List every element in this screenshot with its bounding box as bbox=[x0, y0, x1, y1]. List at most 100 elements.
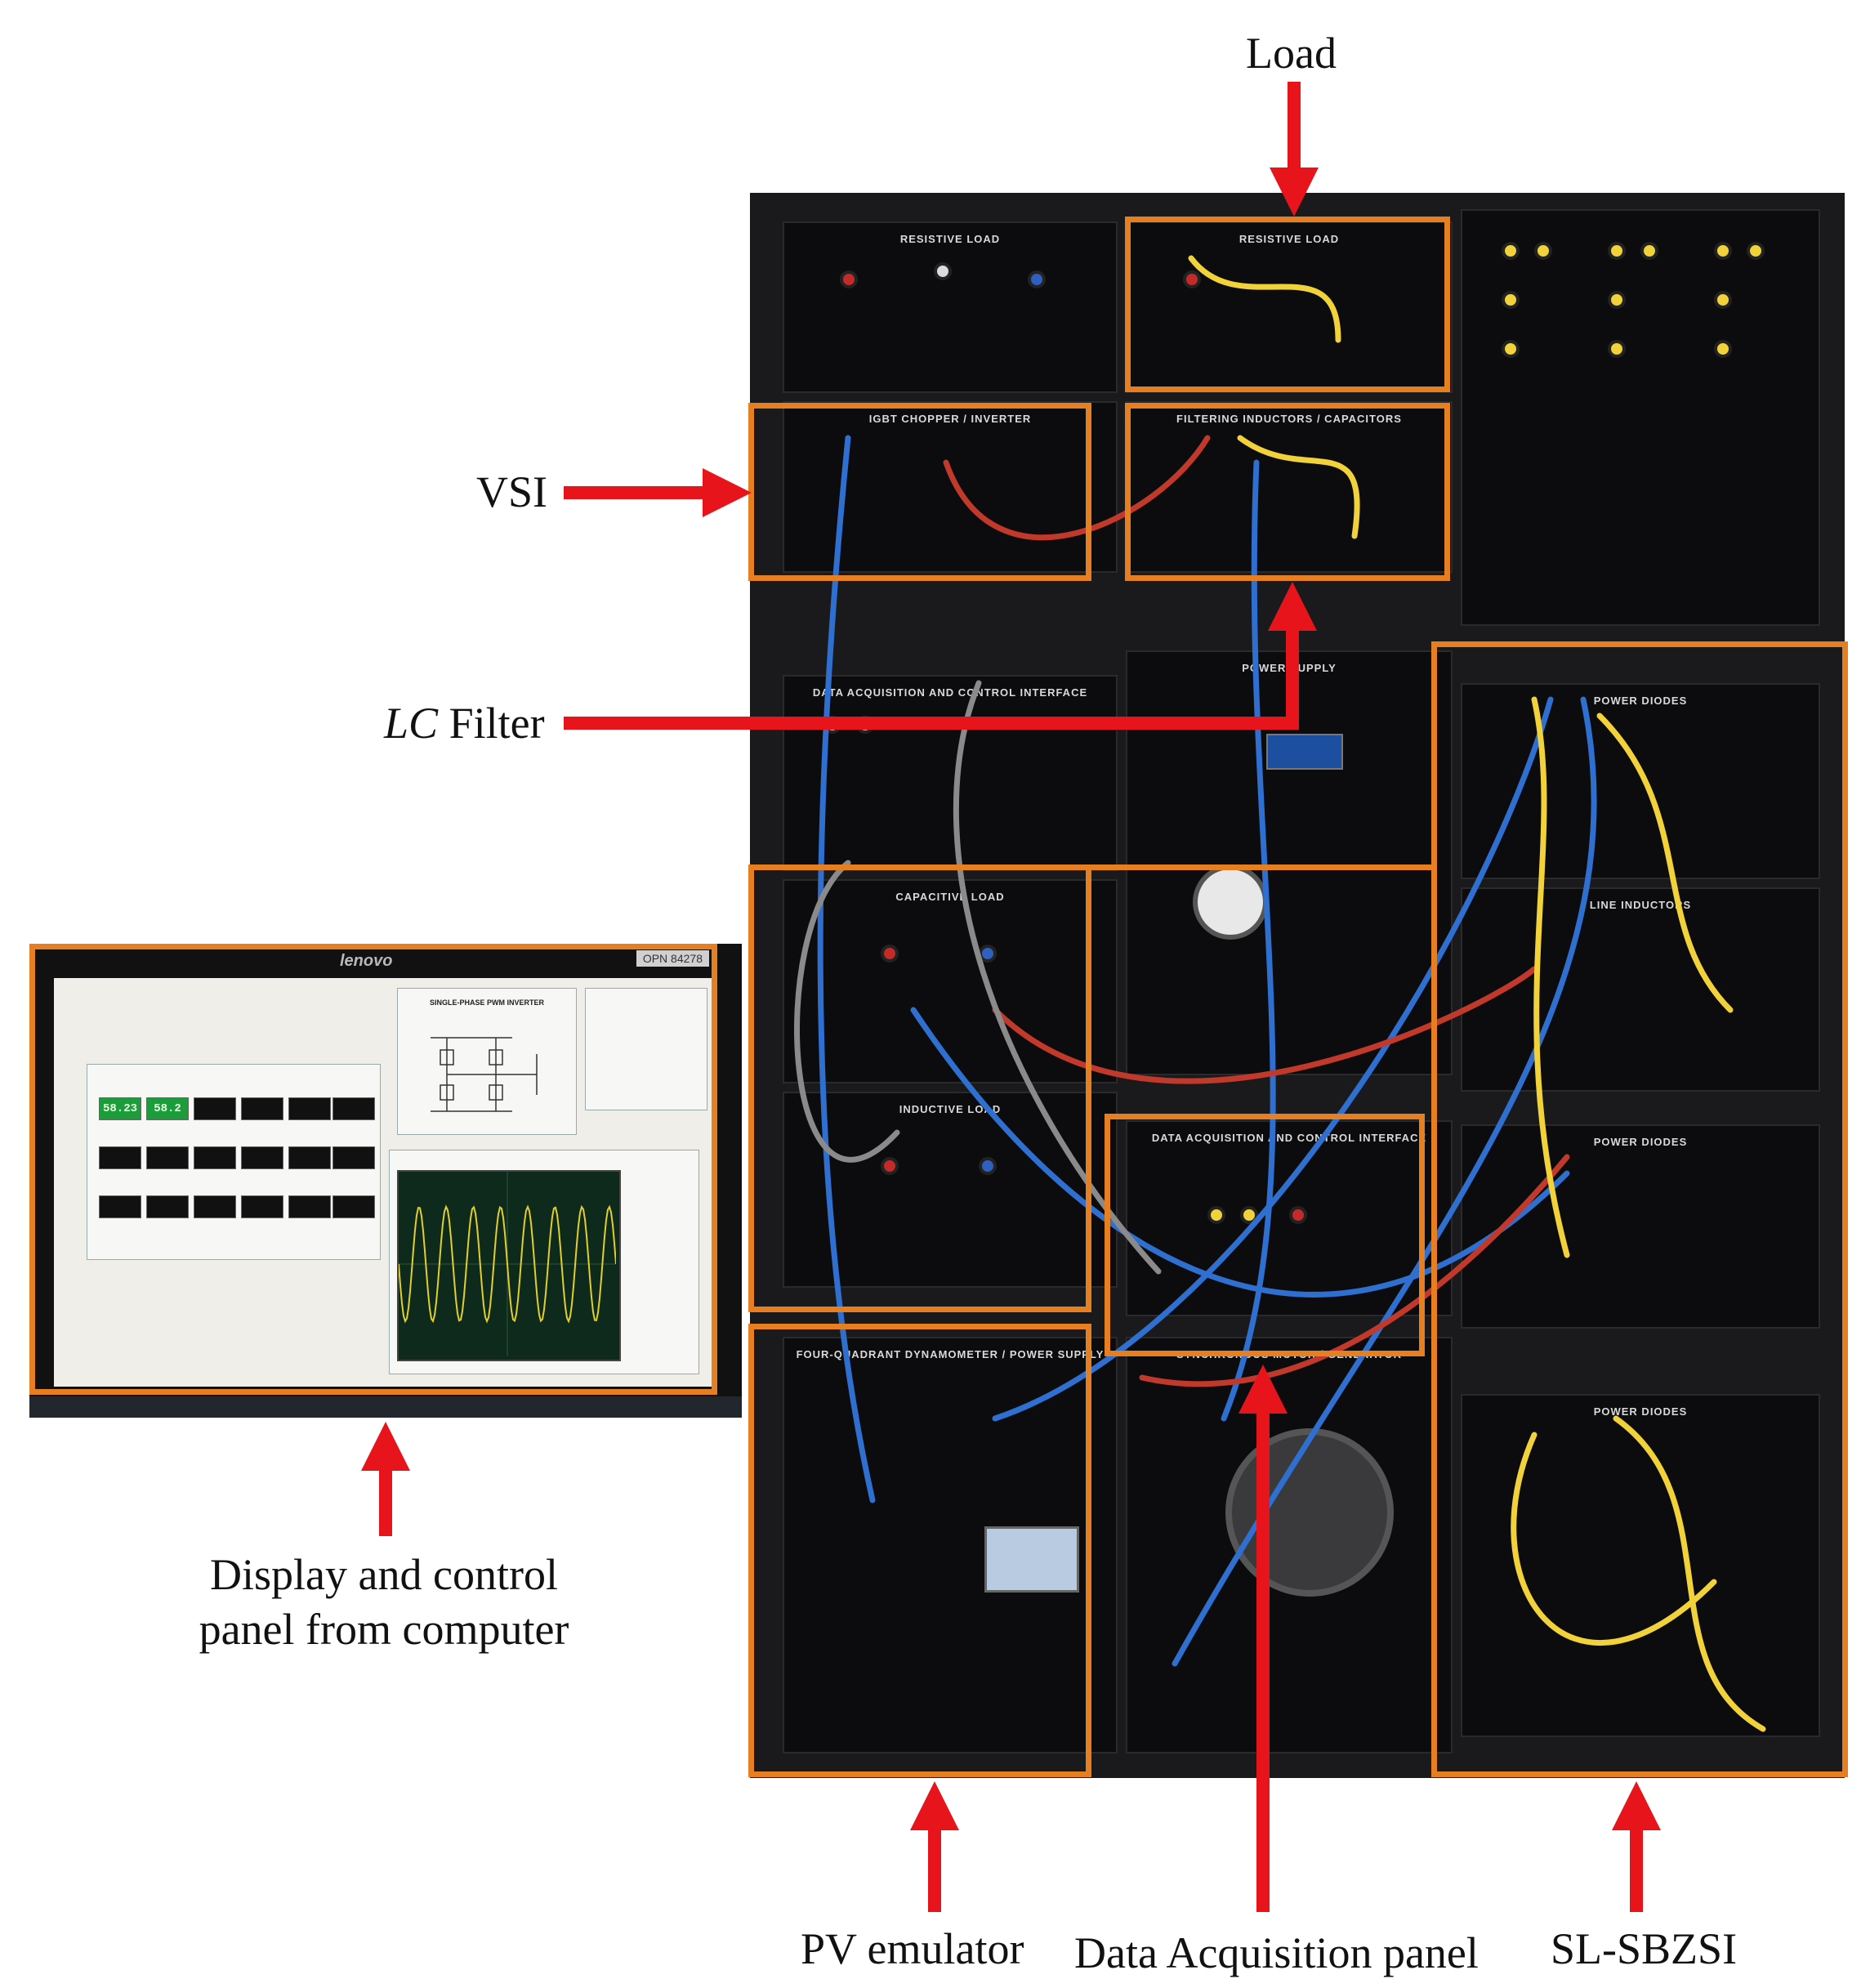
dynamometer-lcd bbox=[984, 1526, 1079, 1593]
wire-gray bbox=[794, 860, 900, 1163]
sl-sbzsi-arrow-shaft bbox=[1630, 1822, 1643, 1912]
wire-yellow bbox=[1613, 1415, 1766, 1732]
jack-blue bbox=[1028, 270, 1046, 288]
jack-yellow bbox=[1608, 340, 1626, 358]
daq-upper-panel: DATA ACQUISITION AND CONTROL INTERFACE bbox=[783, 675, 1118, 871]
vsi-arrow-head bbox=[703, 468, 752, 517]
wire-blue bbox=[1172, 696, 1597, 1667]
vsi-arrow-shaft bbox=[564, 486, 711, 499]
panel-title: FOUR-QUADRANT DYNAMOMETER / POWER SUPPLY bbox=[796, 1348, 1105, 1360]
wiring bbox=[794, 255, 1766, 1732]
label-display-line1: Display and control bbox=[210, 1550, 558, 1599]
wire-red bbox=[1139, 1154, 1570, 1387]
panel-title: RESISTIVE LOAD bbox=[1238, 233, 1340, 245]
filter-panel: FILTERING INDUCTORS / CAPACITORS bbox=[1126, 401, 1453, 573]
pv-emulator-highlight-box bbox=[748, 1324, 1091, 1777]
display-arrow-head bbox=[361, 1422, 410, 1471]
lc-filter-highlight-box bbox=[1125, 403, 1450, 581]
panel-title: LINE INDUCTORS bbox=[1589, 899, 1692, 911]
jack-yellow bbox=[1747, 242, 1765, 260]
jack-yellow bbox=[1714, 340, 1732, 358]
computer-monitor: lenovo OPN 84278 58.23 58.2 SINGLE-PHASE… bbox=[29, 944, 742, 1418]
label-sl-sbzsi: SL-SBZSI bbox=[1551, 1924, 1738, 1973]
sl-sbzsi-highlight-box bbox=[1431, 641, 1848, 1777]
meter-readout bbox=[288, 1195, 331, 1218]
load-arrow-head bbox=[1270, 168, 1319, 217]
label-display-line2: panel from computer bbox=[199, 1605, 569, 1654]
jack-yellow bbox=[1240, 1206, 1258, 1224]
monitor-tag: OPN 84278 bbox=[636, 950, 709, 967]
meter-readout bbox=[332, 1146, 375, 1169]
panel-title: FILTERING INDUCTORS / CAPACITORS bbox=[1176, 413, 1402, 425]
meter-readout bbox=[99, 1195, 141, 1218]
label-load: Load bbox=[1246, 29, 1337, 78]
meter-readout bbox=[288, 1146, 331, 1169]
wire-yellow bbox=[1531, 696, 1570, 1258]
oscilloscope-display bbox=[397, 1170, 621, 1361]
middle-row-outline bbox=[1091, 864, 1431, 873]
taskbar bbox=[29, 1396, 742, 1418]
meter-readout bbox=[241, 1195, 283, 1218]
wire-yellow bbox=[1188, 255, 1341, 343]
power-diodes-panel-2: POWER DIODES bbox=[1461, 1124, 1820, 1329]
jack-white bbox=[934, 262, 952, 280]
panel-title: INDUCTIVE LOAD bbox=[899, 1103, 1002, 1115]
power-supply-display bbox=[1266, 734, 1343, 770]
label-daq-panel: Data Acquisition panel bbox=[1074, 1928, 1479, 1977]
settings-window bbox=[585, 988, 707, 1110]
jack-blue bbox=[979, 1157, 997, 1175]
line-inductors-panel: LINE INDUCTORS bbox=[1461, 887, 1820, 1092]
pv-arrow-head bbox=[910, 1781, 959, 1830]
monitor-brand: lenovo bbox=[340, 952, 393, 970]
jack-red bbox=[881, 945, 899, 963]
wire-red bbox=[992, 966, 1538, 1084]
inverter-schematic-icon bbox=[431, 1037, 538, 1112]
label-lc-filter-rest: Filter bbox=[438, 699, 545, 748]
jack-yellow bbox=[1608, 242, 1626, 260]
meter-readout: 58.23 bbox=[99, 1097, 141, 1120]
equipment-rack: RESISTIVE LOAD RESISTIVE LOAD IGBT CHOPP… bbox=[750, 193, 1845, 1778]
meter-readout bbox=[288, 1097, 331, 1120]
computer-highlight-box bbox=[29, 944, 717, 1395]
wire-blue bbox=[817, 435, 876, 1503]
jack-yellow bbox=[1608, 291, 1626, 309]
meter-window: 58.23 58.2 bbox=[87, 1064, 381, 1260]
sine-wave-trace bbox=[398, 1172, 617, 1356]
label-pv-emulator: PV emulator bbox=[801, 1924, 1024, 1973]
display-arrow-shaft bbox=[379, 1463, 392, 1536]
meter-readout: 58.2 bbox=[146, 1097, 189, 1120]
meter-readout bbox=[99, 1146, 141, 1169]
label-vsi: VSI bbox=[476, 467, 548, 516]
jack-red bbox=[1289, 1206, 1307, 1224]
meter-readout bbox=[146, 1146, 189, 1169]
circuit-window: SINGLE-PHASE PWM INVERTER bbox=[397, 988, 577, 1135]
lc-filter-arrow-head bbox=[1268, 582, 1317, 631]
wire-blue bbox=[1221, 459, 1276, 1422]
capacitive-inductive-highlight-box bbox=[748, 864, 1091, 1312]
wire-red bbox=[943, 435, 1211, 541]
meter-readout bbox=[146, 1195, 189, 1218]
panel-title: DATA ACQUISITION AND CONTROL INTERFACE bbox=[1151, 1132, 1427, 1144]
jack-red bbox=[840, 270, 858, 288]
jack-yellow bbox=[1534, 242, 1552, 260]
meter-readout bbox=[241, 1146, 283, 1169]
capacitive-load-panel: CAPACITIVE LOAD bbox=[783, 879, 1118, 1083]
jack-yellow bbox=[1502, 340, 1520, 358]
panel-title: RESISTIVE LOAD bbox=[899, 233, 1001, 245]
label-lc-filter-italic: LC bbox=[384, 699, 439, 748]
wire-gray bbox=[953, 680, 1162, 1275]
wire-yellow bbox=[1237, 435, 1360, 539]
load-arrow-shaft bbox=[1288, 82, 1301, 180]
jack-red bbox=[881, 1157, 899, 1175]
wire-blue bbox=[910, 1007, 1570, 1298]
vsi-highlight-box bbox=[748, 403, 1091, 581]
label-lc-filter: LC Filter bbox=[384, 701, 545, 745]
jack-yellow bbox=[1714, 242, 1732, 260]
panel-title: DATA ACQUISITION AND CONTROL INTERFACE bbox=[812, 686, 1088, 699]
pv-arrow-shaft bbox=[928, 1822, 941, 1912]
panel-title: POWER DIODES bbox=[1593, 695, 1688, 707]
jack-yellow bbox=[1502, 242, 1520, 260]
meter-readout bbox=[194, 1146, 236, 1169]
panel-title: IGBT CHOPPER / INVERTER bbox=[868, 413, 1032, 425]
transformer-panel bbox=[1461, 209, 1820, 626]
